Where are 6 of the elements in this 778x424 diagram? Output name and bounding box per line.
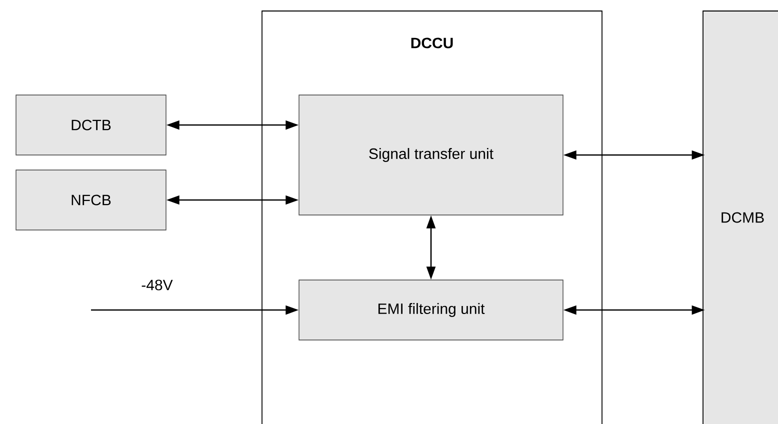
block-panel: DCMB bbox=[702, 10, 778, 424]
block-box: EMI filtering unit bbox=[298, 280, 564, 340]
block-box: DCTB bbox=[16, 94, 166, 156]
block-box: NFCB bbox=[16, 170, 166, 230]
edge-label: -48V bbox=[142, 280, 173, 290]
block-box: Signal transfer unit bbox=[298, 94, 564, 216]
